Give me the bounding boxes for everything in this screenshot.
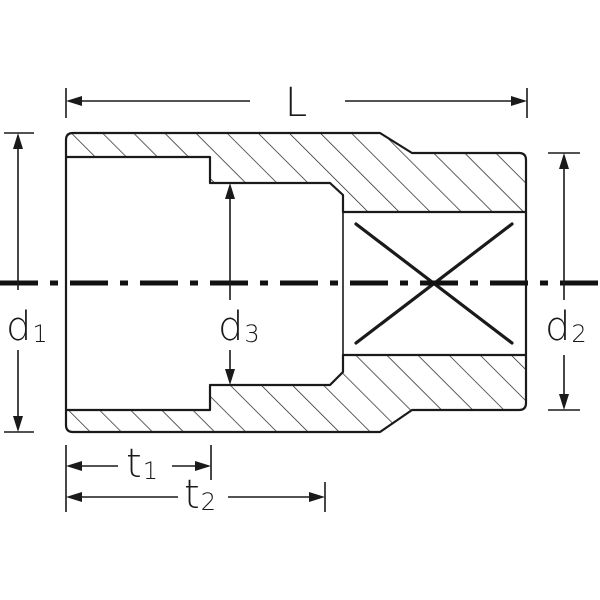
dimension-L [65,88,528,118]
dimension-t1 [65,445,212,480]
hatched-wall-top [66,133,526,212]
label-d1: d1 [6,304,48,350]
dimension-d1 [4,132,34,433]
label-d2: d2 [545,304,587,350]
label-t2: t2 [184,472,216,518]
socket-outer-outline [64,131,528,434]
label-L: L [285,80,307,126]
hatched-wall-bottom [66,355,526,432]
label-t1: t1 [126,441,158,487]
dimension-t2 [65,480,326,512]
label-d3: d3 [218,304,260,350]
dimension-d3 [225,183,235,385]
dimension-d2 [548,152,580,411]
